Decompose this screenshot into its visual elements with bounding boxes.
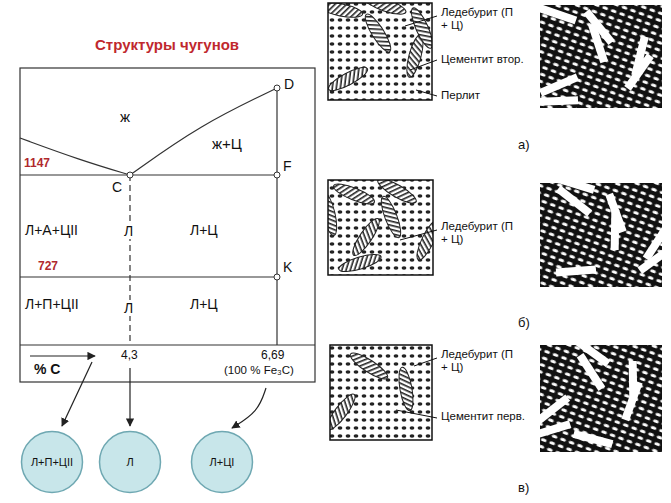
phase-diagram [20,68,315,428]
phase-label: F [283,158,292,174]
phase-label: 6,69 [261,349,284,363]
phase-label: 727 [38,260,58,274]
phase-label: 1147 [24,157,50,171]
phase-label: % С [34,361,60,377]
node-text: Л+ЦI [210,456,235,468]
phase-label: D [284,76,294,92]
node-text: Л+П+ЦII [31,456,73,468]
node-text: Л [126,456,133,468]
structure-label: б) [518,316,530,331]
phase-label: ж [120,108,130,125]
phase-label: 4,3 [121,349,138,363]
phase-label: Л+А+ЦII [25,222,78,238]
phase-label: Л+П+ЦII [25,296,79,312]
phase-label: Л [124,300,133,316]
phase-label: (100 % Fe₃C) [224,364,294,377]
structure-circle: Л+П+ЦII [20,430,84,494]
circle-shape [22,432,83,493]
title: Структуры чугунов [95,36,239,53]
structure-label: Цементит перв. [441,410,525,423]
structure-label: Ледебурит (П + Ц) [441,220,519,246]
phase-label: C [112,179,122,195]
structure-circle: Л+ЦI [190,430,254,494]
micrographs [318,0,671,452]
circle-shape [192,432,253,493]
structure-label: Цементит втор. [441,53,524,66]
structure-label: Ледебурит (П + Ц) [441,348,519,374]
phase-label: K [283,259,292,275]
phase-label: Л+Ц [190,296,218,312]
circle-shape [100,432,161,493]
phase-label: Л+Ц [190,222,218,238]
phase-label: Л [124,223,133,239]
structure-label: Перлит [441,89,480,102]
phase-label: ж+Ц [212,135,242,152]
structure-label: а) [518,138,530,153]
structure-circle: Л [98,430,162,494]
structure-label: Ледебурит (П + Ц) [441,6,519,32]
structure-label: в) [518,481,529,496]
